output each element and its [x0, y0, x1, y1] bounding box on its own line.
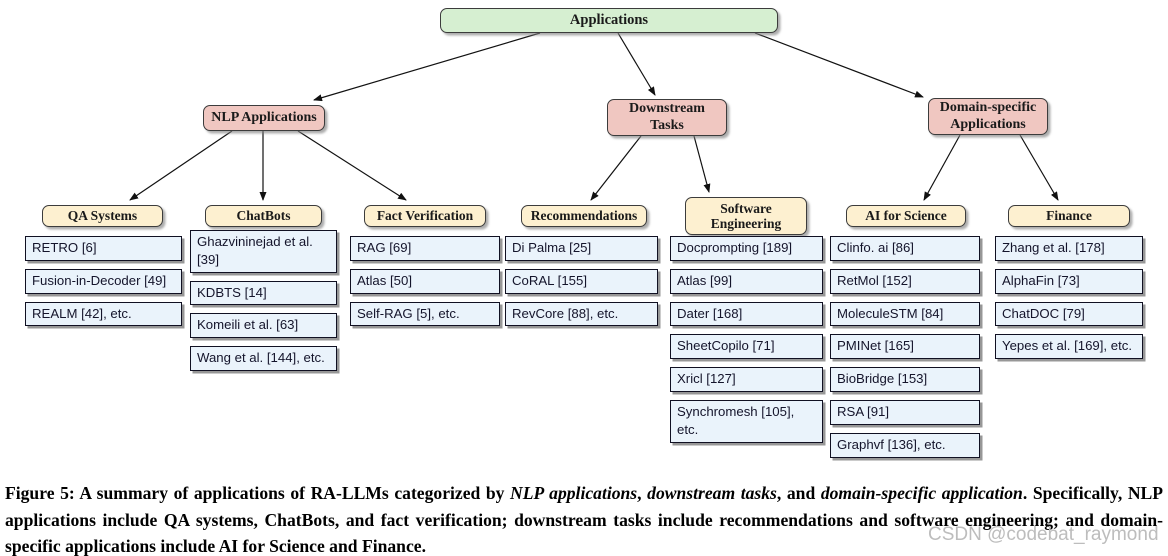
leaf-list-recommendations: Di Palma [25] CoRAL [155] RevCore [88], et… [505, 236, 658, 334]
leaf-box: PMINet [165] [830, 334, 980, 360]
leaf-box: ChatDOC [79] [995, 301, 1143, 327]
leaf-box: Atlas [50] [350, 268, 500, 294]
leaf-box: Wang et al. [144], etc. [190, 346, 337, 372]
leaf-box: Dater [168] [670, 301, 823, 327]
node-downstream-tasks: Downstream Tasks [607, 99, 727, 136]
leaf-box: Zhang et al. [178] [995, 236, 1143, 261]
leaf-list-qa-systems: RETRO [6] Fusion-in-Decoder [49] REALM [42… [25, 236, 182, 334]
leaf-box: Graphvf [136], etc. [830, 432, 980, 458]
leaf-box: Di Palma [25] [505, 236, 658, 261]
caption-text: . Specifically, NLP applications include… [5, 483, 1164, 556]
leaf-box: MoleculeSTM [84] [830, 301, 980, 327]
leaf-box: RETRO [6] [25, 236, 182, 261]
csdn-watermark: CSDN @codebat_raymond [928, 524, 1159, 545]
caption-emph-nlp-applications: NLP applications [510, 483, 638, 503]
leaf-box: Ghazvininejad et al. [39] [190, 230, 337, 273]
leaf-box: RevCore [88], etc. [505, 301, 658, 327]
leaf-box: RetMol [152] [830, 268, 980, 294]
leaf-box: BioBridge [153] [830, 367, 980, 393]
node-recommendations: Recommendations [521, 205, 647, 227]
node-domain-specific-applications: Domain-specific Applications [928, 98, 1048, 135]
leaf-list-ai-for-science: Clinfo. ai [86] RetMol [152] MoleculeSTM [… [830, 236, 980, 466]
node-chatbots: ChatBots [205, 205, 322, 227]
leaf-box: Komeili et al. [63] [190, 313, 337, 339]
leaf-box: Xricl [127] [670, 367, 823, 393]
leaf-box: Atlas [99] [670, 268, 823, 294]
node-qa-systems: QA Systems [42, 205, 163, 227]
node-software-engineering: Software Engineering [685, 197, 807, 235]
leaf-box: RSA [91] [830, 400, 980, 425]
leaf-list-chatbots: Ghazvininejad et al. [39] KDBTS [14] Komei… [190, 230, 337, 379]
leaf-box: Self-RAG [5], etc. [350, 301, 500, 327]
leaf-list-software-engineering: Docprompting [189] Atlas [99] Dater [168] S… [670, 236, 823, 451]
leaf-box: Clinfo. ai [86] [830, 236, 980, 261]
leaf-box: CoRAL [155] [505, 268, 658, 294]
leaf-box: Fusion-in-Decoder [49] [25, 268, 182, 294]
leaf-list-fact-verification: RAG [69] Atlas [50] Self-RAG [5], etc. [350, 236, 500, 334]
figure-caption: Figure 5: A summary of applications of R… [5, 480, 1163, 556]
caption-text: , [637, 483, 648, 503]
leaf-box: Docprompting [189] [670, 236, 823, 261]
node-ai-for-science: AI for Science [846, 205, 966, 227]
caption-text: , and [776, 483, 821, 503]
leaf-box: REALM [42], etc. [25, 301, 182, 327]
leaf-box: RAG [69] [350, 236, 500, 261]
node-fact-verification: Fact Verification [364, 205, 486, 227]
leaf-box: KDBTS [14] [190, 280, 337, 306]
node-nlp-applications: NLP Applications [203, 105, 325, 131]
leaf-list-finance: Zhang et al. [178] AlphaFin [73] ChatDOC [… [995, 236, 1143, 367]
caption-text: Figure 5: A summary of applications of R… [5, 483, 511, 503]
caption-emph-domain-specific: domain-specific application [820, 483, 1023, 503]
leaf-box: AlphaFin [73] [995, 268, 1143, 294]
node-finance: Finance [1008, 205, 1130, 227]
leaf-box: Yepes et al. [169], etc. [995, 334, 1143, 360]
leaf-box: SheetCopilo [71] [670, 334, 823, 360]
node-applications: Applications [440, 8, 778, 33]
caption-emph-downstream-tasks: downstream tasks [647, 483, 777, 503]
leaf-box: Synchromesh [105], etc. [670, 400, 823, 443]
